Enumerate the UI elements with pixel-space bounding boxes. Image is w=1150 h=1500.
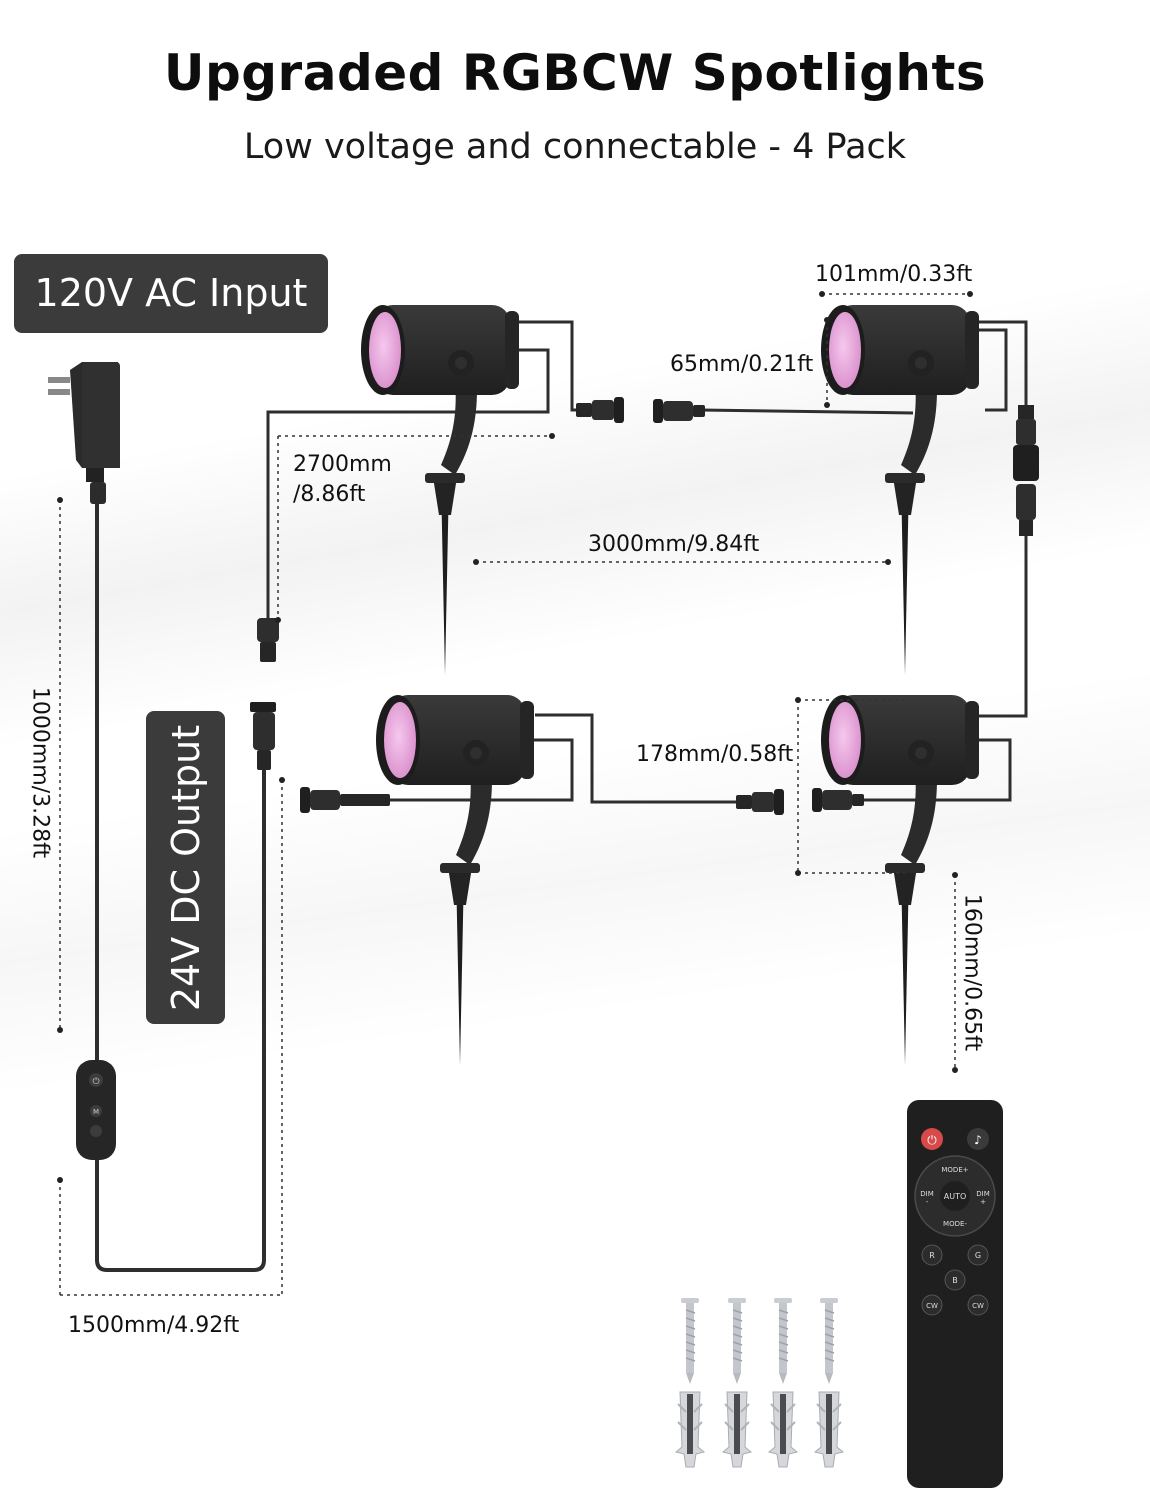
wall-anchors [675, 1391, 844, 1468]
remote-control: ⏻ ♪ MODE+ MODE- AUTO DIM - DIM + R G B C… [907, 1100, 1003, 1488]
dim-head-width: 101mm/0.33ft [815, 262, 973, 287]
dim-head-diameter: 65mm/0.21ft [670, 352, 814, 377]
svg-text:+: + [980, 1198, 986, 1206]
interconnect-cables [266, 320, 1028, 804]
dim-lead-cable-line2: /8.86ft [293, 482, 366, 507]
svg-text:MODE-: MODE- [943, 1220, 967, 1228]
adapter-cable-dimension [59, 500, 283, 1296]
dim-adapter-cable: 1000mm/3.28ft [27, 686, 53, 859]
svg-text:B: B [952, 1276, 958, 1285]
svg-text:CW: CW [926, 1302, 938, 1310]
remote-music-button [967, 1128, 989, 1150]
svg-text:⏻: ⏻ [92, 1076, 99, 1087]
svg-text:G: G [975, 1251, 981, 1260]
power-adapter [48, 362, 120, 504]
output-cable [95, 770, 266, 1272]
page-title: Upgraded RGBCW Spotlights [163, 44, 987, 102]
connector-set [257, 397, 1039, 815]
svg-text:DIM: DIM [920, 1190, 934, 1198]
svg-text:CW: CW [972, 1302, 984, 1310]
svg-text:⏻: ⏻ [927, 1133, 937, 1147]
dim-head-height: 178mm/0.58ft [636, 742, 794, 767]
dim-spacing-cable: 3000mm/9.84ft [588, 532, 760, 557]
svg-text:M: M [93, 1108, 99, 1116]
spotlight-1 [361, 305, 519, 675]
svg-text:R: R [929, 1251, 935, 1260]
spotlight-2 [821, 305, 979, 675]
ac-input-label: 120V AC Input [14, 254, 328, 333]
spotlight-3 [376, 695, 534, 1065]
dim-lead-cable-line1: 2700mm [293, 452, 392, 477]
dc-output-label: 24V DC Output [146, 711, 225, 1024]
remote-power-button [921, 1128, 943, 1150]
dimension-lines [277, 293, 970, 1070]
svg-text:-: - [926, 1198, 929, 1206]
dim-output-cable: 1500mm/4.92ft [68, 1313, 240, 1338]
svg-text:AUTO: AUTO [944, 1192, 967, 1201]
svg-text:DIM: DIM [976, 1190, 990, 1198]
inline-controller: ⏻ M [76, 1060, 116, 1160]
dim-stake-length: 160mm/0.65ft [959, 893, 985, 1052]
page-subtitle: Low voltage and connectable - 4 Pack [243, 127, 907, 167]
output-connector [250, 702, 276, 770]
svg-text:♪: ♪ [974, 1133, 982, 1147]
svg-text:MODE+: MODE+ [941, 1166, 968, 1174]
mounting-screws [680, 1297, 839, 1385]
